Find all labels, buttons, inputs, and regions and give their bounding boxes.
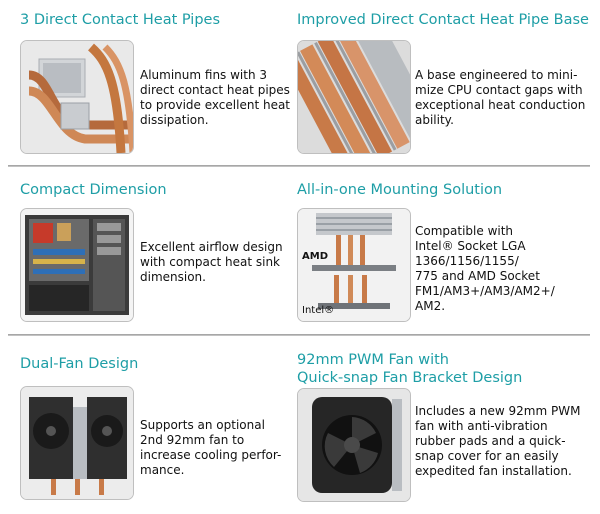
pwm-fan-image — [297, 388, 411, 502]
feature-title: Compact Dimension — [20, 182, 167, 198]
heat-pipes-image — [20, 40, 134, 154]
feature-title: Dual-Fan Design — [20, 356, 139, 372]
feature-description: Aluminum fins with 3 direct contact heat… — [140, 68, 291, 127]
amd-label: AMD — [302, 251, 328, 262]
heat-pipe-base-image — [297, 40, 411, 154]
feature-description: Includes a new 92mm PWM fan with anti-vi… — [415, 404, 581, 478]
feature-title: 92mm PWM Fan with Quick-snap Fan Bracket… — [297, 352, 523, 386]
feature-description: Supports an optional 2nd 92mm fan to inc… — [140, 418, 282, 477]
feature-description: Compatible with Intel® Socket LGA 1366/1… — [415, 224, 555, 313]
mounting-kit-image: AMD Intel® — [297, 208, 411, 322]
feature-title: Improved Direct Contact Heat Pipe Base — [297, 12, 589, 28]
compact-case-image — [20, 208, 134, 322]
feature-title: 3 Direct Contact Heat Pipes — [20, 12, 221, 28]
intel-label: Intel® — [302, 305, 335, 316]
section-divider — [8, 165, 590, 167]
feature-description: Excellent airflow design with compact he… — [140, 240, 283, 284]
feature-description: A base engineered to mini- mize CPU cont… — [415, 68, 586, 127]
dual-fan-image — [20, 386, 134, 500]
section-divider — [8, 334, 590, 336]
feature-title: All-in-one Mounting Solution — [297, 182, 503, 198]
